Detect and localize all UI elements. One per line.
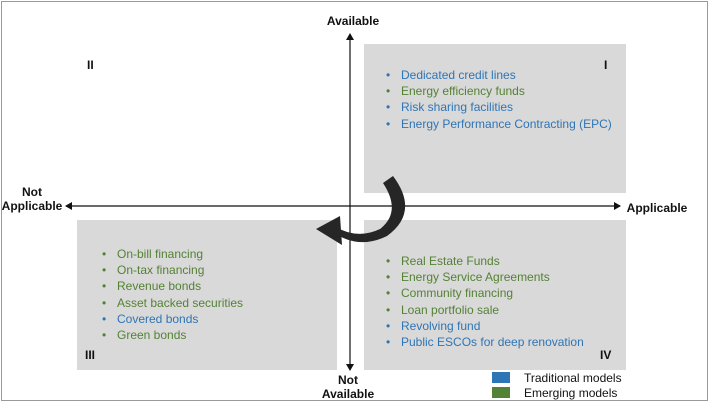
bullet-icon: • [102,247,107,261]
list-item-label: Revenue bonds [117,279,202,294]
quadrant-iii-box [77,220,337,370]
bullet-icon: • [386,254,391,268]
list-item-label: Asset backed securities [117,295,244,310]
quadrant-iii-list: • On-bill financing • On-tax financing • Re… [100,246,243,343]
bullet-icon: • [386,116,391,131]
axis-label-bottom: Not Available [321,373,375,401]
list-item: • Energy Service Agreements [384,269,584,285]
list-item: • Public ESCOs for deep renovation [384,334,584,350]
bullet-icon: • [102,263,107,278]
axis-label-top: Available [326,14,380,28]
quadrant-i-list: • Dedicated credit lines • Energy efficien… [384,67,612,132]
legend-swatch-emerging [492,387,510,398]
list-item: • Community financing [384,285,584,301]
list-item: • Real Estate Funds [384,253,584,269]
list-item-label: On-bill financing [117,247,204,261]
legend-swatch-traditional [492,372,510,383]
quadrant-iv-box [364,220,626,370]
bullet-icon: • [386,100,391,115]
bullet-icon: • [386,84,391,99]
quadrant-iii-label: III [85,348,96,362]
list-item-label: Loan portfolio sale [401,302,500,317]
quadrant-ii-label: II [87,58,94,72]
list-item: • Green bonds [100,327,243,343]
list-item: • On-tax financing [100,262,243,278]
legend-label: Traditional models [524,371,622,385]
list-item-label: Revolving fund [401,318,481,333]
list-item: • On-bill financing [100,246,243,262]
bullet-icon: • [386,68,391,82]
quadrant-iv-label: IV [600,348,612,362]
bullet-icon: • [386,318,391,333]
list-item-label: Covered bonds [117,311,199,326]
axis-label-right: Applicable [626,201,688,215]
bullet-icon: • [386,270,391,285]
list-item-label: Real Estate Funds [401,254,500,268]
bullet-icon: • [102,295,107,310]
bullet-icon: • [102,328,107,343]
list-item-label: Energy Service Agreements [401,270,550,285]
list-item: • Loan portfolio sale [384,302,584,318]
bullet-icon: • [386,335,391,350]
bullet-icon: • [386,286,391,301]
list-item-label: Dedicated credit lines [401,68,516,82]
list-item: • Dedicated credit lines [384,67,612,83]
quadrant-iv-list: • Real Estate Funds • Energy Service Agree… [384,253,584,350]
list-item: • Covered bonds [100,311,243,327]
list-item-label: On-tax financing [117,263,205,278]
list-item-label: Energy efficiency funds [401,84,525,99]
list-item: • Energy Performance Contracting (EPC) [384,116,612,132]
list-item-label: Energy Performance Contracting (EPC) [401,116,612,131]
list-item: • Risk sharing facilities [384,99,612,115]
curved-arrow-icon [316,176,406,245]
bullet-icon: • [102,279,107,294]
bullet-icon: • [102,311,107,326]
axis-label-left: Not Applicable [1,185,63,213]
list-item: • Energy efficiency funds [384,83,612,99]
list-item: • Revenue bonds [100,278,243,294]
list-item: • Asset backed securities [100,295,243,311]
quadrant-i-box [364,44,626,193]
quadrant-i-label: I [604,58,608,72]
list-item-label: Public ESCOs for deep renovation [401,335,584,350]
list-item-label: Community financing [401,286,514,301]
list-item-label: Green bonds [117,328,187,343]
bullet-icon: • [386,302,391,317]
list-item-label: Risk sharing facilities [401,100,514,115]
legend-label: Emerging models [524,386,618,400]
list-item: • Revolving fund [384,318,584,334]
